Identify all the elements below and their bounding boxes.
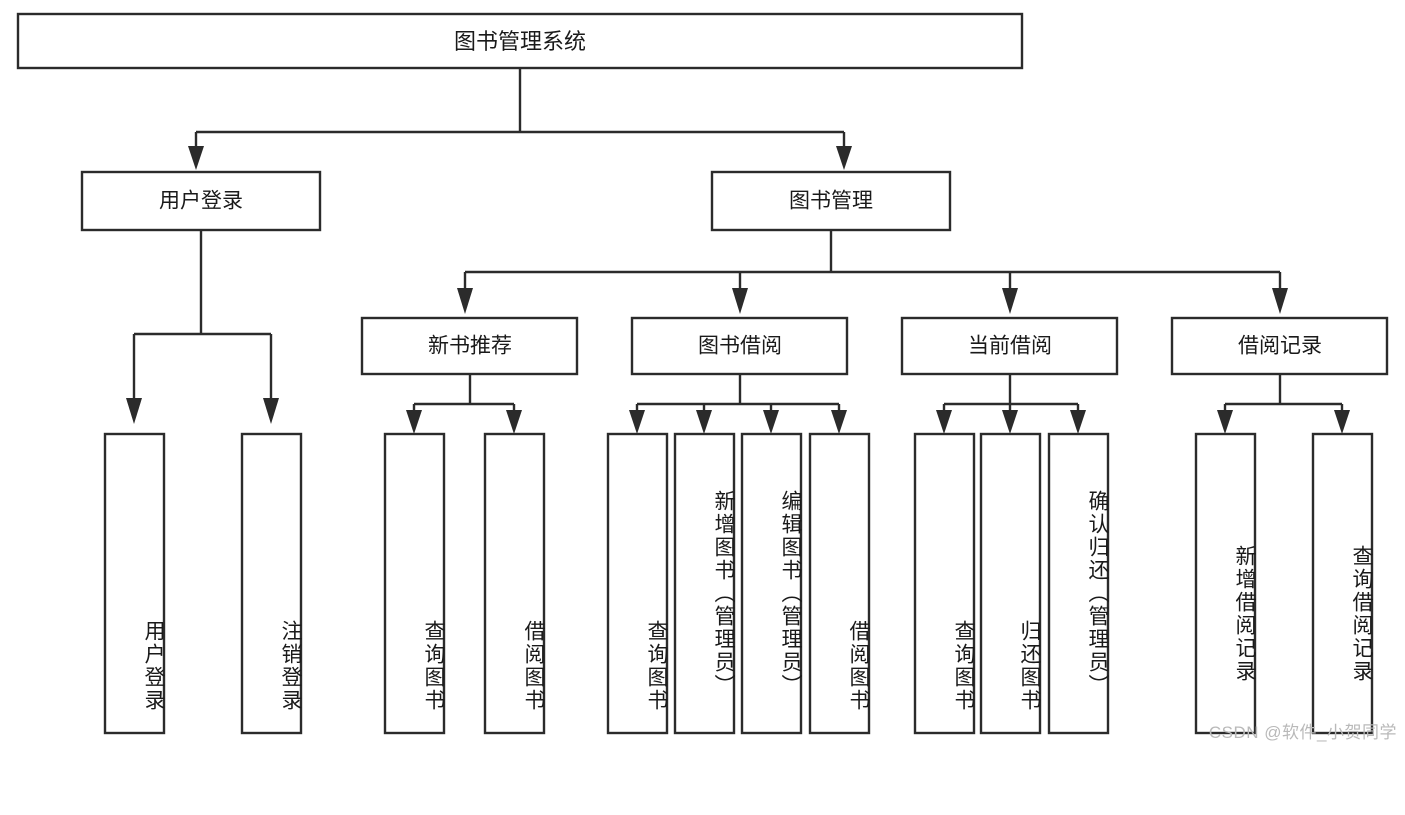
arrow-head-icon — [457, 288, 473, 314]
leaf-box-cb-query[interactable] — [913, 432, 976, 735]
borrow-record-label: 借阅记录 — [1238, 335, 1322, 358]
arrow-head-icon — [936, 410, 952, 434]
arrow-head-icon — [1002, 288, 1018, 314]
new-book-label: 新书推荐 — [428, 335, 512, 358]
new-book-box-shape — [360, 316, 579, 376]
connector-book-borrow-to-leaves — [629, 374, 847, 434]
arrow-head-icon — [836, 146, 852, 170]
arrow-head-icon — [188, 146, 204, 170]
leaf-box-bb-edit[interactable] — [740, 432, 803, 735]
node-user-login[interactable]: 用户登录 — [80, 170, 322, 232]
leaf-box-nb-borrow[interactable] — [483, 432, 546, 735]
node-root[interactable]: 图书管理系统 — [16, 12, 1024, 70]
arrow-head-icon — [629, 410, 645, 434]
book-borrow-label: 图书借阅 — [698, 335, 782, 358]
leaf-box-br-query[interactable] — [1311, 432, 1374, 735]
node-borrow-record[interactable]: 借阅记录 — [1170, 316, 1389, 376]
watermark-text: CSDN @软件_小贺同学 — [1208, 723, 1397, 742]
leaf-box-br-add[interactable] — [1194, 432, 1257, 735]
leaf-box-bb-query[interactable] — [606, 432, 669, 735]
arrow-head-icon — [696, 410, 712, 434]
current-borrow-label: 当前借阅 — [968, 335, 1052, 358]
diagram-canvas: 图书管理系统 用户登录 图书管理 — [16, 12, 1389, 735]
arrow-head-icon — [732, 288, 748, 314]
connector-new-book-to-leaves — [406, 374, 522, 434]
node-new-book-recommend[interactable]: 新书推荐 — [360, 316, 579, 376]
leaf-box-cb-return[interactable] — [979, 432, 1042, 735]
leaf-box-nb-query[interactable] — [383, 432, 446, 735]
connector-book-manage-to-level3 — [457, 230, 1288, 314]
arrow-head-icon — [1002, 410, 1018, 434]
root-box-shape — [16, 12, 1024, 70]
user-login-label: 用户登录 — [159, 190, 243, 213]
diagram-root: 图书管理系统 用户登录 图书管理 — [16, 12, 1397, 742]
arrow-head-icon — [831, 410, 847, 434]
leaf-box-user-login[interactable] — [103, 432, 166, 735]
arrow-head-icon — [1217, 410, 1233, 434]
book-manage-label: 图书管理 — [789, 190, 873, 213]
current-borrow-box-shape — [900, 316, 1119, 376]
arrow-head-icon — [126, 398, 142, 424]
node-current-borrow[interactable]: 当前借阅 — [900, 316, 1119, 376]
arrow-head-icon — [1334, 410, 1350, 434]
connector-borrow-record-to-leaves — [1217, 374, 1350, 434]
arrow-head-icon — [1272, 288, 1288, 314]
user-login-box-shape — [80, 170, 322, 232]
arrow-head-icon — [263, 398, 279, 424]
leaf-box-bb-borrow[interactable] — [808, 432, 871, 735]
arrow-head-icon — [406, 410, 422, 434]
root-label: 图书管理系统 — [454, 29, 586, 54]
arrow-head-icon — [763, 410, 779, 434]
leaf-box-logout[interactable] — [240, 432, 303, 735]
arrow-head-icon — [1070, 410, 1086, 434]
arrow-head-icon — [506, 410, 522, 434]
leaf-box-bb-add[interactable] — [673, 432, 736, 735]
connector-user-login-to-leaves — [126, 230, 279, 424]
connector-current-borrow-to-leaves — [936, 374, 1086, 434]
node-book-manage[interactable]: 图书管理 — [710, 170, 952, 232]
connector-root-to-level2 — [188, 68, 852, 170]
leaf-box-cb-confirm[interactable] — [1047, 432, 1110, 735]
node-book-borrow[interactable]: 图书借阅 — [630, 316, 849, 376]
